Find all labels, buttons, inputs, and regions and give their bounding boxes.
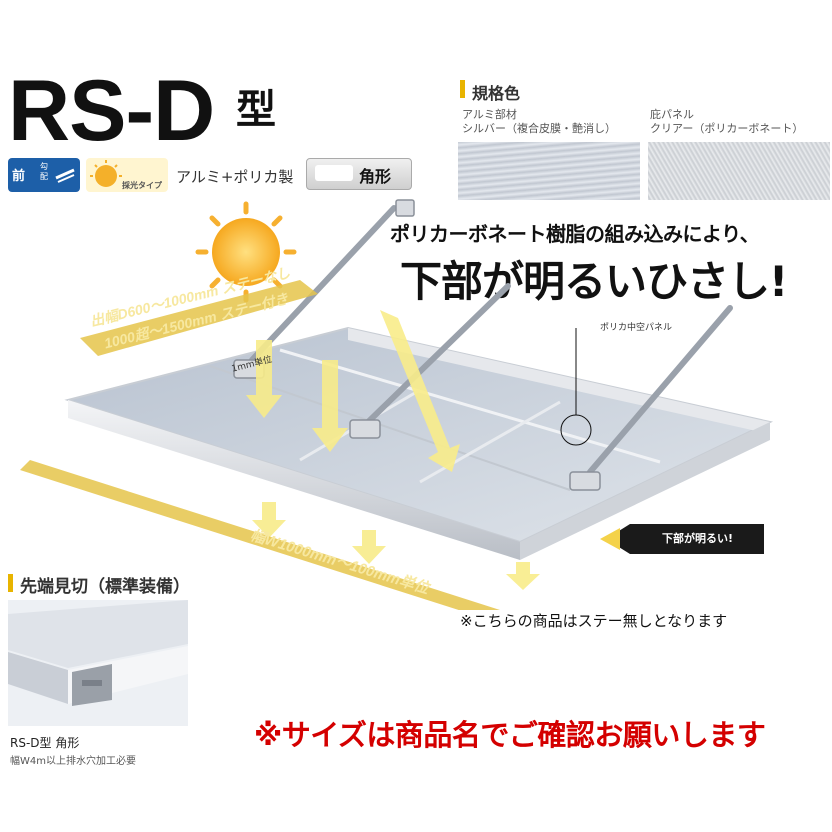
bright-tag-label: 下部が明るい! [662,532,734,545]
end-caption-model: RS-D型 角形 [10,736,80,750]
shape-swatch [315,165,353,181]
product-title-suffix: 型 [236,87,276,133]
front-slope-label: 前 [12,169,26,184]
end-caption-drain: 幅W4m以上排水穴加工必要 [10,756,136,767]
shape-label: 角形 [359,167,392,186]
end-cap-photo [8,600,188,726]
depth-dimension-band [80,280,318,356]
spec-item-value: シルバー（複合皮膜・艶消し） [462,122,616,135]
light-arrows [246,310,540,590]
product-title: RS-D [8,63,215,159]
polycarbonate-swatch [648,142,830,200]
panel-label: ポリカ中空パネル [600,323,673,333]
daylight-label: 採光タイプ [122,181,162,190]
stay-note: ※こちらの商品はステー無しとなります [460,612,728,630]
material-label: アルミ+ポリカ製 [176,168,294,186]
spec-heading-bar [460,80,465,98]
end-heading: 先端見切（標準装備） [20,577,190,597]
end-cap-graphic [8,600,188,726]
slope-icon [55,168,75,183]
canopy-diagram [20,199,774,610]
spec-item-title: 庇パネル [650,108,694,121]
sun-graphic [195,201,297,303]
spec-item-title: アルミ部材 [462,108,517,121]
sun-icon [86,158,168,192]
size-note: ※サイズは商品名でご確認お願いします [254,718,766,752]
promo-line2: 下部が明るいひさし! [400,257,788,306]
spec-item-value: クリアー（ポリカーボネート） [650,122,804,135]
front-slope-small: 勾配 [40,162,48,181]
promo-line1: ポリカーボネート樹脂の組み込みにより、 [390,222,760,246]
spec-item-aluminum: アルミ部材 シルバー（複合皮膜・艶消し） [462,108,616,136]
width-dimension-band [20,460,500,610]
daylight-badge: 採光タイプ [86,158,168,192]
aluminum-swatch [458,142,640,200]
front-slope-badge: 前 勾配 [8,158,80,192]
end-heading-bar [8,574,13,592]
shape-badge: 角形 [306,158,412,190]
bright-tag-bg [600,524,764,554]
spec-heading: 規格色 [472,84,521,103]
spec-item-panel: 庇パネル クリアー（ポリカーボネート） [650,108,803,136]
bright-tag: 下部が明るい! [600,520,768,558]
stay-rods [249,205,733,475]
